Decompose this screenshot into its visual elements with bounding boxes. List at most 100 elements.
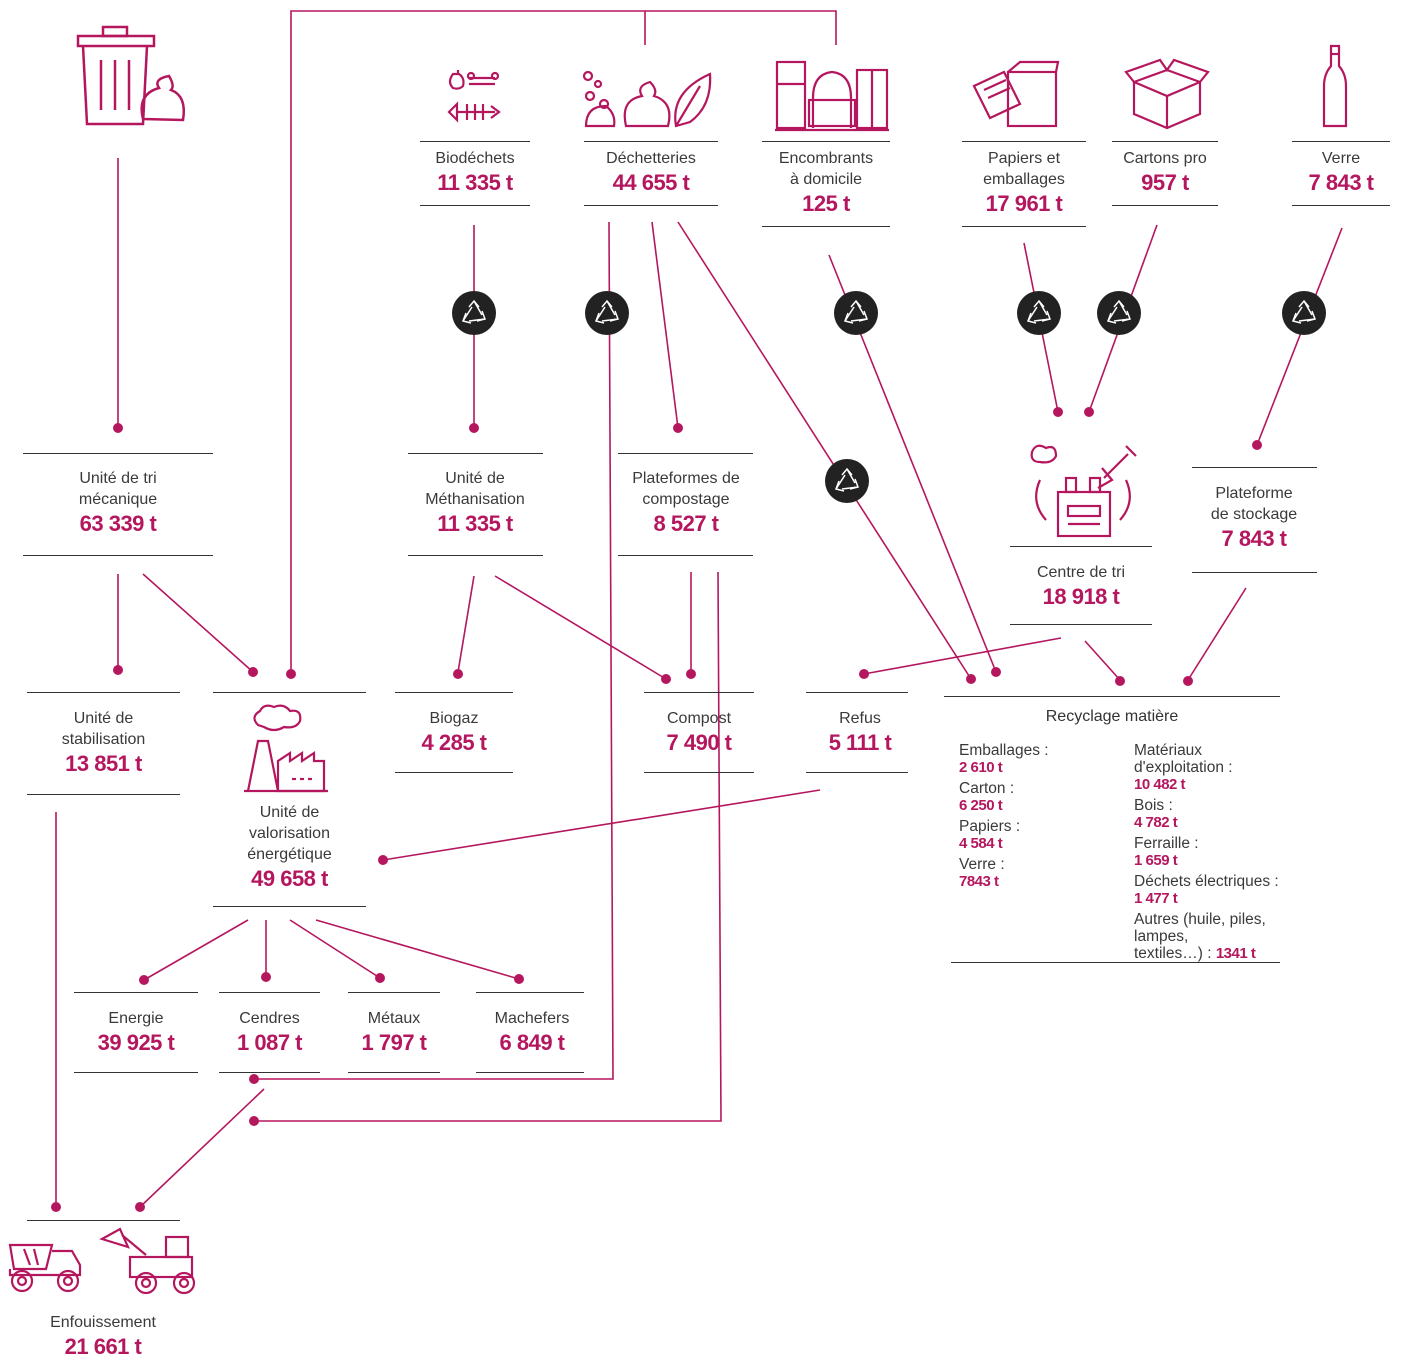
output-metaux: Métaux 1 797 t bbox=[348, 1008, 440, 1057]
food-waste-icon bbox=[447, 70, 501, 123]
recycling-item: Bois :4 782 t bbox=[1134, 797, 1178, 831]
recycle-badge-icon bbox=[834, 291, 878, 335]
divider bbox=[944, 696, 1280, 697]
source-encombrants: Encombrants à domicile 125 t bbox=[756, 148, 896, 218]
facility-value: 11 335 t bbox=[437, 511, 513, 536]
divider bbox=[618, 555, 753, 556]
divider bbox=[219, 1072, 320, 1073]
output-label: Biogaz bbox=[429, 710, 479, 727]
recycling-item: Ferraille :1 659 t bbox=[1134, 835, 1199, 869]
facility-value: 18 918 t bbox=[1042, 584, 1120, 609]
divider bbox=[618, 453, 753, 454]
facility-label: Unité de stabilisation bbox=[61, 710, 146, 748]
divider bbox=[1292, 205, 1390, 206]
divider bbox=[644, 772, 754, 773]
landfill-trucks-icon bbox=[8, 1227, 196, 1295]
sorting-center-icon bbox=[1030, 444, 1137, 538]
source-dechetteries: Déchetteries 44 655 t bbox=[581, 148, 721, 197]
output-value: 4 285 t bbox=[421, 730, 488, 755]
source-label: Encombrants à domicile bbox=[778, 150, 874, 188]
factory-icon bbox=[244, 704, 328, 793]
divider bbox=[27, 794, 180, 795]
recycling-item: Matériaux d'exploitation :10 482 t bbox=[1134, 742, 1233, 793]
facility-label: Centre de tri bbox=[1036, 564, 1126, 581]
divider bbox=[27, 1220, 180, 1221]
facility-stockage: Plateforme de stockage 7 843 t bbox=[1184, 483, 1324, 553]
divider bbox=[1010, 624, 1152, 625]
output-compost: Compost 7 490 t bbox=[644, 708, 754, 757]
divider bbox=[1112, 141, 1218, 142]
divider bbox=[213, 906, 366, 907]
divider bbox=[74, 1072, 198, 1073]
output-value: 21 661 t bbox=[64, 1334, 142, 1359]
recycling-item: Carton :6 250 t bbox=[959, 780, 1015, 814]
facility-value: 63 339 t bbox=[79, 511, 157, 536]
recycle-badge-icon bbox=[1097, 291, 1141, 335]
output-value: 1 797 t bbox=[361, 1030, 428, 1055]
divider bbox=[951, 962, 1280, 963]
divider bbox=[1192, 467, 1317, 468]
divider bbox=[584, 141, 718, 142]
recycle-badge-icon bbox=[452, 291, 496, 335]
output-cendres: Cendres 1 087 t bbox=[219, 1008, 320, 1057]
divider bbox=[23, 555, 213, 556]
facility-label: Plateformes de compostage bbox=[632, 470, 740, 508]
output-label: Enfouissement bbox=[50, 1314, 156, 1331]
output-value: 7 490 t bbox=[666, 730, 733, 755]
divider bbox=[348, 1072, 440, 1073]
output-energie: Energie 39 925 t bbox=[74, 1008, 198, 1057]
divider bbox=[962, 226, 1086, 227]
output-enfouissement: Enfouissement 21 661 t bbox=[23, 1312, 183, 1361]
output-label: Métaux bbox=[367, 1010, 421, 1027]
recycle-badge-icon bbox=[825, 459, 869, 503]
divider bbox=[1112, 205, 1218, 206]
source-value: 44 655 t bbox=[612, 170, 690, 195]
divider bbox=[74, 992, 198, 993]
facility-label: Plateforme de stockage bbox=[1210, 485, 1298, 523]
recycle-badge-icon bbox=[1017, 291, 1061, 335]
bottle-icon bbox=[1322, 44, 1348, 128]
divider bbox=[476, 1072, 584, 1073]
divider bbox=[1192, 572, 1317, 573]
output-value: 39 925 t bbox=[97, 1030, 175, 1055]
source-label: Déchetteries bbox=[606, 150, 696, 167]
divider bbox=[806, 692, 908, 693]
output-label: Energie bbox=[108, 1010, 164, 1027]
recycle-badge-icon bbox=[1282, 291, 1326, 335]
source-verre: Verre 7 843 t bbox=[1286, 148, 1396, 197]
facility-centre-tri: Centre de tri 18 918 t bbox=[1010, 562, 1152, 611]
divider bbox=[644, 692, 754, 693]
recycling-item: Verre :7843 t bbox=[959, 856, 1005, 890]
source-value: 17 961 t bbox=[985, 191, 1063, 216]
recycling-title: Recyclage matière bbox=[1045, 708, 1179, 725]
facility-methanisation: Unité de Méthanisation 11 335 t bbox=[400, 468, 550, 538]
output-label: Cendres bbox=[239, 1010, 300, 1027]
facility-value: 8 527 t bbox=[653, 511, 720, 536]
recycling-item-other: Autres (huile, piles, lampes,textiles…) … bbox=[1134, 911, 1266, 962]
facility-tri-mecanique: Unité de tri mécanique 63 339 t bbox=[23, 468, 213, 538]
divider bbox=[408, 453, 543, 454]
divider bbox=[23, 453, 213, 454]
divider bbox=[213, 692, 366, 693]
output-label: Compost bbox=[666, 710, 732, 727]
source-value: 957 t bbox=[1141, 170, 1189, 195]
divider bbox=[219, 992, 320, 993]
divider bbox=[762, 141, 890, 142]
source-value: 125 t bbox=[802, 191, 850, 216]
divider bbox=[27, 692, 180, 693]
recycling-item: Emballages :2 610 t bbox=[959, 742, 1049, 776]
recycle-badge-icon bbox=[585, 291, 629, 335]
divider bbox=[420, 205, 530, 206]
facility-label: Unité de Méthanisation bbox=[425, 470, 525, 508]
source-label: Biodéchets bbox=[435, 150, 515, 167]
divider bbox=[408, 555, 543, 556]
furniture-icon bbox=[775, 60, 889, 132]
recycling-item: Déchets électriques :1 477 t bbox=[1134, 873, 1279, 907]
paper-box-icon bbox=[972, 60, 1060, 128]
facility-stabilisation: Unité de stabilisation 13 851 t bbox=[27, 708, 180, 778]
divider bbox=[1292, 141, 1390, 142]
open-box-icon bbox=[1124, 58, 1210, 130]
output-machefers: Machefers 6 849 t bbox=[476, 1008, 588, 1057]
output-refus: Refus 5 111 t bbox=[806, 708, 914, 757]
